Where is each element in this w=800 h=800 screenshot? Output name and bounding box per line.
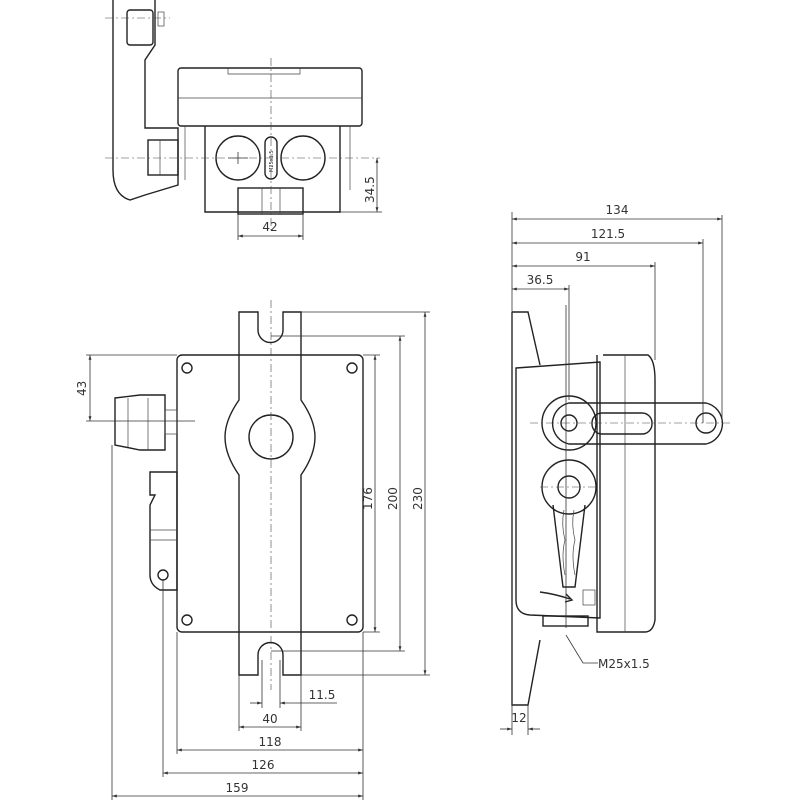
side-view: M25x1.5 134 121.5 91 36.5 12 xyxy=(500,203,730,735)
m25-callout: M25x1.5 xyxy=(565,634,650,671)
dimension-43: 43 xyxy=(75,354,195,422)
side-cover xyxy=(596,354,656,633)
svg-text:M25x1.5: M25x1.5 xyxy=(598,657,650,671)
svg-text:42: 42 xyxy=(262,220,277,234)
mounting-screws xyxy=(181,362,358,626)
svg-text:91: 91 xyxy=(575,250,590,264)
rotation-arrow-icon xyxy=(539,591,574,603)
lever-side xyxy=(149,471,178,591)
dimension-176: 176 xyxy=(361,354,380,633)
dimension-40: 40 xyxy=(238,675,302,731)
svg-text:176: 176 xyxy=(361,487,375,510)
dimension-126: 126 xyxy=(162,580,363,777)
lever-arm xyxy=(105,0,179,201)
actuator-knob xyxy=(540,459,600,588)
dimension-134: 134 xyxy=(511,203,723,423)
housing-top: M25x1.5 xyxy=(105,58,380,230)
dimension-12: 12 xyxy=(500,705,540,735)
svg-text:40: 40 xyxy=(262,712,277,726)
svg-text:11.5: 11.5 xyxy=(309,688,336,702)
dimension-159: 159 xyxy=(111,445,363,800)
svg-text:34.5: 34.5 xyxy=(363,176,377,203)
lever-arm-side xyxy=(530,395,730,451)
side-housing xyxy=(515,361,601,619)
top-view: M25x1.5 42 34.5 xyxy=(105,0,382,240)
svg-text:43: 43 xyxy=(75,381,89,396)
dimension-42: 42 xyxy=(237,214,304,240)
svg-text:230: 230 xyxy=(411,487,425,510)
svg-text:200: 200 xyxy=(386,487,400,510)
svg-text:121.5: 121.5 xyxy=(591,227,625,241)
actuator-hole xyxy=(248,414,294,460)
svg-text:159: 159 xyxy=(226,781,249,795)
housing-front xyxy=(176,354,364,633)
svg-text:134: 134 xyxy=(606,203,629,217)
thread-entry xyxy=(542,615,589,627)
dimension-34-5: 34.5 xyxy=(340,158,382,213)
svg-text:12: 12 xyxy=(511,711,526,725)
svg-text:36.5: 36.5 xyxy=(527,273,554,287)
svg-text:118: 118 xyxy=(259,735,282,749)
cable-gland xyxy=(114,394,178,451)
dimension-11-5: 11.5 xyxy=(250,660,337,708)
dimension-230: 230 xyxy=(301,311,430,676)
svg-text:126: 126 xyxy=(252,758,275,772)
svg-text:M25x1.5: M25x1.5 xyxy=(269,150,275,172)
dimension-118: 118 xyxy=(176,632,364,800)
dimension-91: 91 xyxy=(511,250,656,360)
dimension-36-5: 36.5 xyxy=(511,273,570,400)
dimension-200: 200 xyxy=(271,335,405,652)
mounting-plate xyxy=(224,311,316,676)
dimension-121-5: 121.5 xyxy=(511,227,704,423)
front-view: 43 176 200 230 11.5 xyxy=(75,300,430,800)
